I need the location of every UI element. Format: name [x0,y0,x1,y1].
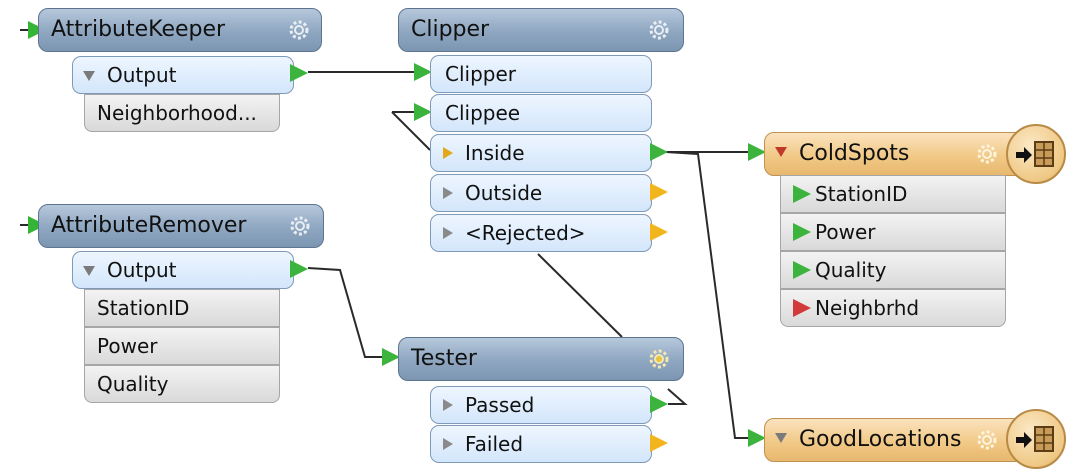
attribute-label: Power [97,334,158,358]
attribute-item: StationID [780,175,1006,213]
expand-arrow-icon[interactable] [443,147,453,159]
clipper-output-rejected[interactable]: <Rejected> [430,214,652,252]
input-port-icon[interactable] [414,103,432,121]
attribute-keeper-header[interactable]: AttributeKeeper [38,8,322,52]
collapse-arrow-icon[interactable] [775,433,787,443]
port-label: Failed [465,432,524,456]
expand-arrow-icon[interactable] [443,399,453,411]
tester-output-failed[interactable]: Failed [430,425,652,463]
output-port-icon[interactable] [290,64,308,82]
attribute-label: Quality [815,258,887,282]
input-port-icon[interactable] [748,429,766,447]
collapse-arrow-icon[interactable] [83,266,95,276]
wire-rejected-to-tester [537,253,623,338]
attribute-keeper-title: AttributeKeeper [51,17,226,42]
attribute-item: Quality [84,365,280,403]
input-port-icon[interactable] [748,143,766,161]
input-port-icon[interactable] [414,63,432,81]
gear-icon[interactable] [646,346,672,372]
collapse-arrow-icon[interactable] [775,147,787,157]
port-label: Clipper [445,62,516,86]
attribute-label: Neighbrhd [815,296,920,320]
port-label: Inside [465,141,525,165]
attribute-label: Quality [97,372,169,396]
attribute-item: Neighbrhd [780,289,1006,327]
input-port-icon[interactable] [382,348,400,366]
gear-icon[interactable] [287,213,313,239]
attribute-remover-header[interactable]: AttributeRemover [38,204,324,248]
port-label: Clippee [445,101,521,125]
port-label: Output [107,258,177,282]
cold-spots-title: ColdSpots [799,141,910,166]
writer-table-icon[interactable] [1006,124,1066,184]
attribute-item: Power [780,213,1006,251]
attribute-status-icon [793,223,811,241]
output-port-icon[interactable] [650,395,668,413]
unconnected-port-icon[interactable] [650,434,668,452]
attribute-item: Quality [780,251,1006,289]
attribute-status-icon [793,185,811,203]
attribute-item: Neighborhood... [84,94,280,132]
attribute-remover-title: AttributeRemover [51,213,247,238]
attribute-label: StationID [97,296,190,320]
attribute-item: StationID [84,289,280,327]
tester-title: Tester [411,346,477,371]
clipper-output-outside[interactable]: Outside [430,174,652,212]
expand-arrow-icon[interactable] [443,227,453,239]
output-port-icon[interactable] [290,260,308,278]
attribute-label: StationID [815,182,908,206]
wire-passed-loop [667,388,688,405]
clipper-title: Clipper [411,17,490,42]
attribute-item: Power [84,327,280,365]
gear-icon[interactable] [646,17,672,43]
collapse-arrow-icon[interactable] [83,71,95,81]
wire-inside-to-goodlocations [665,151,750,439]
gear-icon[interactable] [286,17,312,43]
attribute-status-icon [793,261,811,279]
gear-icon[interactable] [974,141,1000,167]
attribute-status-icon [793,299,811,317]
clipper-input-clippee[interactable]: Clippee [430,94,652,132]
wire-to-clippee [391,111,431,151]
unconnected-port-icon[interactable] [650,223,668,241]
attribute-label: Power [815,220,876,244]
clipper-input-clipper[interactable]: Clipper [430,55,652,93]
tester-output-passed[interactable]: Passed [430,386,652,424]
port-label: Passed [465,393,535,417]
clipper-output-inside[interactable]: Inside [430,134,652,172]
expand-arrow-icon[interactable] [443,187,453,199]
writer-table-icon[interactable] [1006,409,1066,469]
attribute-label: Neighborhood... [97,101,257,125]
port-label: Output [107,63,177,87]
clipper-header[interactable]: Clipper [398,8,684,52]
attribute-remover-output-port[interactable]: Output [72,251,294,289]
gear-icon[interactable] [974,427,1000,453]
output-port-icon[interactable] [650,143,668,161]
port-label: <Rejected> [465,221,586,245]
port-label: Outside [465,181,543,205]
tester-header[interactable]: Tester [398,337,684,381]
attribute-keeper-output-port[interactable]: Output [72,56,294,94]
good-locations-title: GoodLocations [799,427,962,452]
wire-remover-output-to-tester [307,267,385,358]
unconnected-port-icon[interactable] [650,183,668,201]
expand-arrow-icon[interactable] [443,438,453,450]
